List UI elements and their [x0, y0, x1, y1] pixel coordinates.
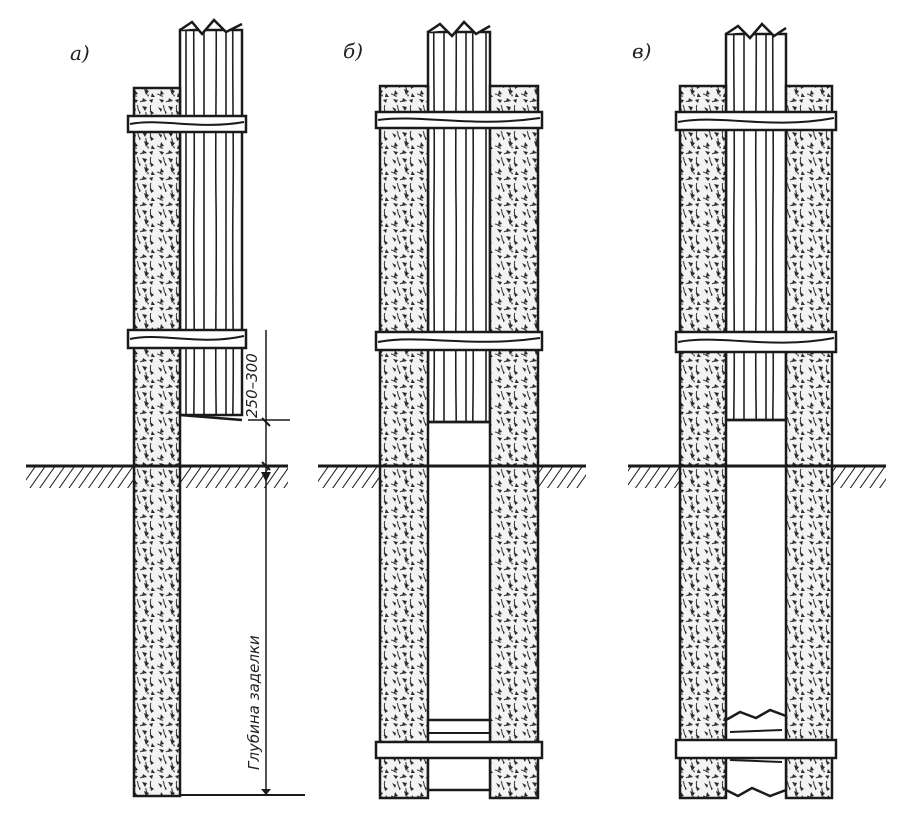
bottom-spacer-b — [374, 718, 544, 792]
wire-band-lower-c — [674, 330, 838, 354]
depth-dimension-label: Глубина заделки — [245, 635, 263, 770]
concrete-stake-left-b — [378, 84, 430, 800]
concrete-stake-a — [132, 86, 182, 798]
wooden-post-c — [724, 22, 788, 422]
concrete-stake-right-c — [784, 84, 834, 800]
wire-band-upper-c — [674, 110, 838, 132]
panel-b: б) — [318, 20, 586, 800]
gap-dimension-label: 250–300 — [243, 353, 261, 418]
ground-line-b — [318, 464, 586, 488]
dimension-lines-a — [180, 330, 305, 796]
ground-line-c — [628, 464, 886, 488]
concrete-stake-left-c — [678, 84, 728, 800]
wire-band-upper-b — [374, 110, 544, 130]
concrete-stake-right-b — [488, 84, 540, 800]
panel-b-label: б) — [343, 39, 363, 63]
bottom-spacer-block-c — [674, 708, 838, 798]
ground-line-a — [26, 464, 288, 488]
panel-c-label: в) — [632, 39, 651, 63]
panel-a-label: а) — [70, 41, 90, 65]
wire-band-upper-a — [126, 114, 248, 134]
panel-a: а) — [26, 18, 305, 798]
wooden-post-a — [178, 18, 244, 422]
wire-band-lower-a — [126, 328, 248, 350]
wooden-post-b — [426, 20, 492, 424]
panel-c: в) — [628, 22, 886, 800]
wire-band-lower-b — [374, 330, 544, 352]
